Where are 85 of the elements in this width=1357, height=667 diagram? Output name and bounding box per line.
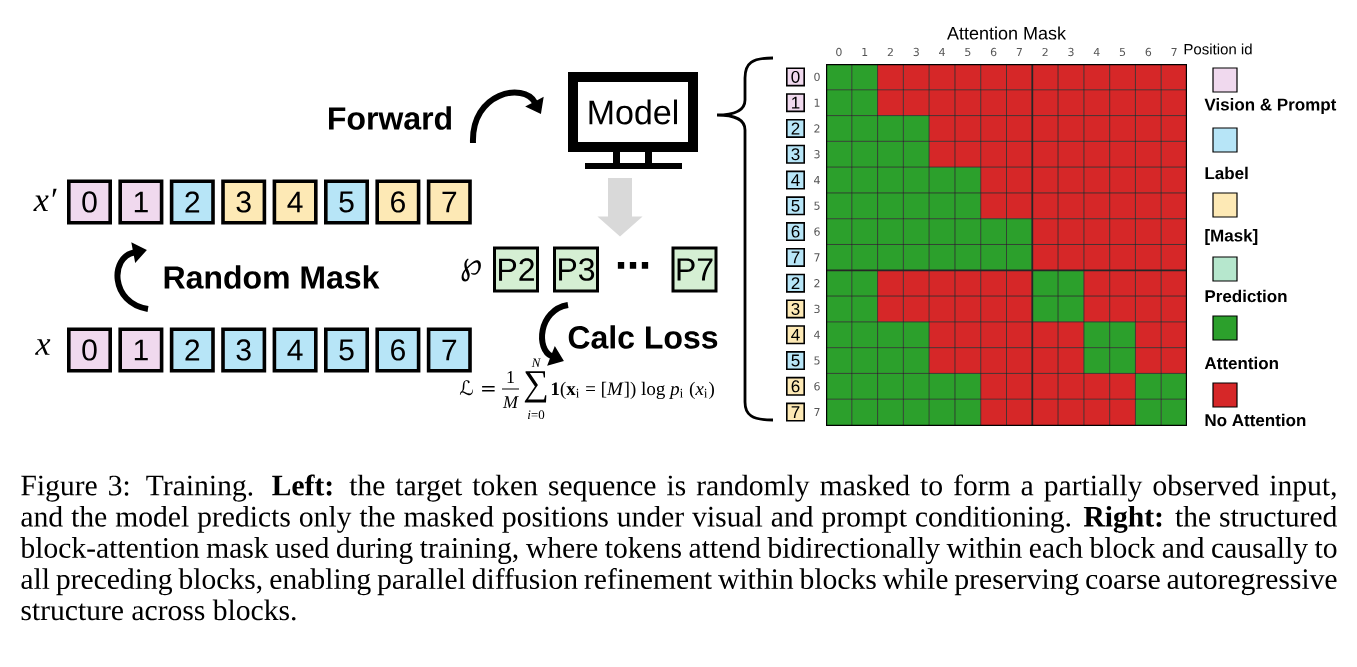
token-box: 7 [426,327,472,373]
token-box: 4 [786,325,805,345]
monitor: Model [568,72,698,169]
axis-tick-label: 1 [814,98,820,107]
variable-label: x [35,339,51,355]
token-box: 1 [786,93,805,113]
axis-tick-label: 1 [862,47,868,56]
token-box: 7 [786,247,805,267]
token-box: 5 [786,351,805,371]
token-box: 6 [375,327,421,373]
token-box: 2 [786,118,805,138]
token-box: 6 [375,179,421,225]
axis-tick-label: 7 [1171,47,1177,56]
axis-tick-label: 2 [1042,47,1048,57]
token-box: 5 [324,179,369,225]
token-box: 7 [786,402,805,422]
token-box: 3 [786,299,805,319]
prediction-box: P3 [553,246,599,293]
axis-tick-label: 6 [990,47,997,57]
token-box: 4 [272,327,318,373]
axis-tick-label: 2 [814,279,820,288]
caption: Figure 3: Training. Left: the target token sequence is randomly masked to form a partially observed input, and the model predicts only the masked positions under visual and prompt conditioning. Right: the structured block-attention mask used during training, where tokens attend bidirectionally within each block and causally to all preceding blocks, enabling parallel diffusion refinement within blocks while preserving coarse autoregressive structure across blocks. [20,474,1337,621]
legend-label: [Mask] [1205,229,1258,245]
heatmap-title: Attention Mask [947,26,1067,40]
label: i=0 [528,410,545,420]
token-box: 2 [786,273,805,293]
axis-tick-label: 7 [1016,47,1022,56]
label: M [502,396,519,408]
step-label: Forward [329,106,451,130]
step-label: Random Mask [164,265,380,289]
legend-label: Prediction [1205,289,1287,303]
token-box: 0 [67,327,112,373]
token-box: 6 [786,376,805,396]
prediction-box: P7 [671,246,718,293]
axis-title: Position id [1184,43,1252,55]
label: 1 [507,371,514,383]
token-box: 3 [221,327,267,373]
label: ℒ = [459,380,495,396]
axis-tick-label: 4 [1093,47,1100,56]
axis-tick-label: 3 [814,304,820,314]
axis-tick-label: 5 [1119,47,1126,57]
token-box: 0 [786,67,805,87]
token-box: 0 [67,179,112,225]
axis-tick-label: 6 [814,227,820,236]
variable-label: x′ [33,188,57,212]
token-box: 1 [118,179,164,225]
axis-tick-label: 2 [814,124,820,133]
axis-tick-label: 6 [1145,47,1152,57]
token-box: 7 [426,179,472,225]
legend-label: Attention [1204,356,1278,370]
prediction-box: P2 [493,246,539,293]
token-box: 1 [118,327,164,373]
axis-tick-label: 5 [814,356,820,365]
legend-label: Label [1205,166,1248,180]
axis-tick-label: 3 [913,47,919,57]
axis-tick-label: 6 [814,382,820,391]
token-box: 2 [169,327,215,373]
ellipsis: ⋯ [617,262,649,269]
axis-tick-label: 2 [887,47,893,57]
axis-tick-label: 4 [814,330,820,339]
axis-tick-label: 3 [1068,47,1074,57]
token-box: 4 [786,170,805,190]
axis-tick-label: 4 [814,176,820,185]
axis-tick-label: 0 [836,47,842,57]
token-box: 6 [786,222,805,242]
label: 1(x$_{i}$ = [M]) log p$_{i}$ (x$_{i}$) [551,381,714,400]
token-box: 3 [786,144,805,164]
legend-label: No Attention [1205,413,1306,427]
label: N [531,358,541,367]
axis-tick-label: 4 [939,47,945,56]
step-label: Calc Loss [568,325,718,349]
token-box: 4 [272,179,318,225]
token-box: 3 [221,179,267,225]
axis-tick-label: 0 [814,72,820,82]
axis-tick-label: 3 [814,150,820,159]
variable-label: ℘ [461,258,481,282]
axis-tick-label: 7 [814,253,820,262]
axis-tick-label: 7 [814,408,820,417]
token-box: 5 [324,327,369,373]
label: ∑ [524,371,547,403]
axis-tick-label: 5 [814,201,820,210]
token-box: 5 [786,196,805,216]
legend-label: Vision & Prompt [1204,98,1337,114]
token-box: 2 [169,179,215,225]
axis-tick-label: 5 [965,47,971,57]
